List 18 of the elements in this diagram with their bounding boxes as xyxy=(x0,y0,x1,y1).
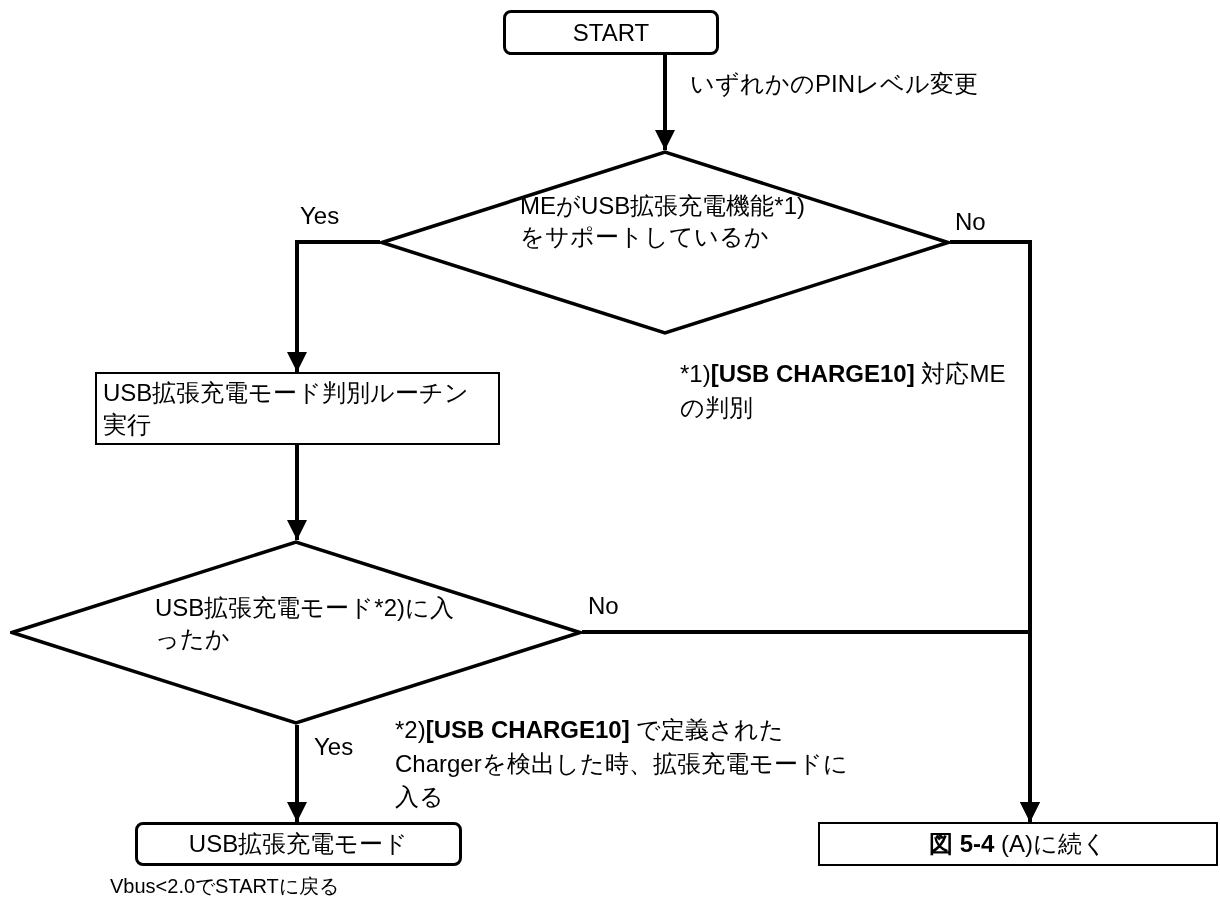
box-text: USB拡張充電モード xyxy=(188,829,409,860)
footnote-text: *2)[USB CHARGE10] で定義されたChargerを検出した時、拡張充電モードに入る xyxy=(395,715,849,813)
question-text: USB拡張充電モード*2)に入ったか xyxy=(155,593,455,655)
mode-box xyxy=(135,822,462,866)
decision-diamond xyxy=(380,150,950,335)
start-box xyxy=(503,10,719,55)
question-text: MEがUSB拡張充電機能*1)をサポートしているか xyxy=(520,191,807,253)
node-label: Vbus<2.0でSTARTに戻る xyxy=(110,874,339,899)
box-text: USB拡張充電モード判別ルーチン実行 xyxy=(103,378,471,440)
arrow xyxy=(287,240,380,372)
connector-box xyxy=(818,822,1218,866)
arrow xyxy=(655,55,675,150)
footnote-text: *1)[USB CHARGE10] 対応MEの判別 xyxy=(680,359,1007,423)
box-text: 図 5-4 (A)に続く xyxy=(929,829,1107,860)
process-box xyxy=(95,372,500,445)
arrow xyxy=(287,445,307,540)
box-text: START xyxy=(572,17,650,48)
arrow xyxy=(287,725,307,822)
